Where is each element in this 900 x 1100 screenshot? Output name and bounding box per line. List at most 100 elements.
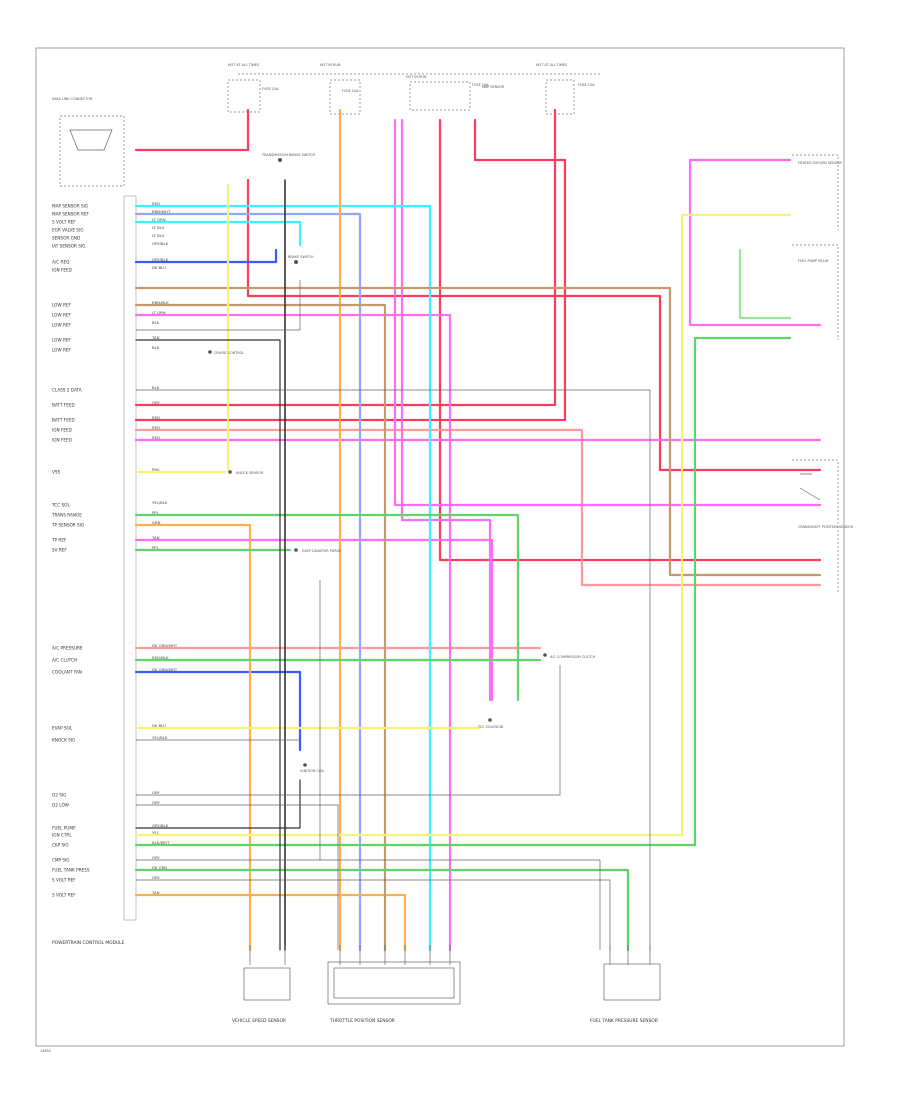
pin-label: TCC SOL [51, 503, 70, 508]
evap-label: EVAP CANISTER PURGE [302, 549, 341, 553]
pin-label: TP SENSOR SIG [51, 523, 84, 528]
crank-label: CRANKSHAFT POSITION SENSOR [798, 525, 854, 529]
wire-lightblue-1 [134, 212, 362, 952]
wire-color-label: YEL/BLK [152, 500, 168, 505]
pin-label: 5 VOLT REF [52, 878, 76, 883]
pin-label: MAP SENSOR REF [52, 212, 90, 217]
wire-orange-3 [134, 893, 407, 952]
wire-color-label: DK BLU [152, 265, 166, 270]
speed-sensor-label: VEHICLE SPEED SENSOR [232, 1018, 286, 1024]
wire-grey-5 [136, 859, 601, 950]
wire-color-label: LT BLU [152, 233, 165, 238]
bottom-connector-marks [249, 945, 651, 965]
pin-label: LOW REF [52, 338, 72, 343]
wire-color-label: RED [152, 415, 160, 420]
map-sensor-label: MAP SENSOR [482, 85, 505, 89]
wire-color-label: LT GRN [152, 310, 166, 315]
wire-black-2 [135, 339, 281, 951]
fuse-3-label: FUSE 10A [472, 83, 489, 87]
pin-label: EGR VALVE SIG [52, 228, 83, 233]
wire-color-label: RED [152, 425, 160, 430]
pin-label: LOW REF [52, 313, 72, 318]
wire-color-label: TAN [151, 335, 160, 340]
wire-red-7 [134, 428, 822, 587]
data-link-connector: DATA LINK CONNECTOR [52, 97, 125, 187]
knock-label: KNOCK SENSOR [236, 471, 264, 475]
mid-components: TRANSMISSION RANGE SWITCH BRAKE SWITCH C… [208, 153, 596, 773]
wire-green-4 [134, 336, 792, 847]
pin-label: O2 LOW [52, 803, 69, 808]
fuse-2-label: FUSE 10A [342, 89, 359, 93]
wire-grey-1 [136, 280, 301, 331]
ecm-connector: POWERTRAIN CONTROL MODULE [52, 195, 137, 946]
wire-color-label: GRY/BLK [152, 257, 169, 262]
throttle-box [327, 961, 461, 1005]
wire-color-label: GRY [152, 875, 160, 880]
pin-label: IGN FEED [52, 268, 72, 273]
wire-color-label: LT GRN [152, 217, 166, 222]
pin-label: KNOCK SIG [52, 738, 75, 743]
wire-color-label: BLK/WHT [152, 840, 170, 845]
pin-label: EVAP SOL [52, 726, 73, 731]
wire-green-1 [134, 513, 520, 702]
wire-pink-5 [134, 538, 494, 702]
pin-label: CMP SIG [52, 858, 70, 863]
wire-color-label: TAN [151, 535, 160, 540]
fuse-2-title: HOT IN RUN [320, 63, 341, 67]
brake-switch-label: BRAKE SWITCH [288, 255, 314, 259]
wire-green-5 [134, 868, 630, 952]
wire-black-3 [135, 779, 301, 829]
wire-color-label: GRY [152, 855, 160, 860]
wires [134, 108, 822, 952]
tcc-label: TCC SOLENOID [477, 725, 504, 729]
pin-label: VSS [52, 470, 61, 475]
pin-label: TRANS RANGE [51, 513, 82, 518]
wire-red-2 [134, 108, 557, 407]
pin-label: IAT SENSOR SIG [52, 244, 85, 249]
wire-brown-2 [134, 303, 387, 952]
wire-color-label: BRN/WHT [152, 209, 171, 214]
wire-pink-3 [400, 118, 492, 702]
wire-pink-2 [393, 118, 822, 507]
wire-color-label: PNK [152, 467, 160, 472]
pin-label: SENSOR GND [52, 236, 80, 241]
wire-red-4 [438, 118, 822, 562]
wire-blue-1 [134, 248, 278, 264]
pin-label: A/C PRESSURE [52, 646, 83, 651]
pin-label: A/C CLUTCH [52, 658, 77, 663]
pin-label: 5 VOLT REF [52, 893, 76, 898]
wire-color-label: PPL [152, 545, 160, 550]
trans-range-label: TRANSMISSION RANGE SWITCH [261, 153, 315, 157]
data-link-label: DATA LINK CONNECTOR [52, 97, 93, 101]
cruise-label: CRUISE CONTROL [214, 351, 244, 355]
wire-brown-1 [134, 286, 822, 577]
wire-color-label: BLK [152, 320, 160, 325]
wire-color-label: BLK [152, 385, 160, 390]
pin-label: LOW REF [52, 348, 72, 353]
wire-cyan-2 [134, 220, 302, 247]
fuse-3: HOT IN RUN FUSE 10A [406, 75, 489, 111]
wire-color-label: YEL [152, 830, 160, 835]
pin-label: LOW REF [52, 323, 72, 328]
wire-color-label: DK GRN [152, 865, 167, 870]
wire-blue-2 [134, 670, 302, 752]
ac-label: A/C COMPRESSOR CLUTCH [550, 655, 596, 659]
pin-label: 5 VOLT REF [52, 220, 76, 225]
wire-pink-4 [134, 313, 452, 952]
pin-label: IGN CTRL [52, 833, 72, 838]
wire-color-label: DK GRN/WHT [152, 667, 178, 672]
pin-label: O2 SIG [52, 793, 66, 798]
throttle-label: THROTTLE POSITION SENSOR [329, 1018, 395, 1024]
wire-pink-6 [688, 158, 822, 327]
wire-color-label: BRN/BLK [152, 300, 169, 305]
speed-sensor-box [243, 967, 291, 1001]
wire-color-label: GRY [152, 790, 160, 795]
fuse-1-title: HOT AT ALL TIMES [228, 63, 259, 67]
wire-cyan-1 [134, 204, 432, 952]
pin-label: LOW REF [52, 303, 72, 308]
pin-label: BATT FEED [52, 418, 75, 423]
wire-color-label: GRY/BLK [152, 241, 169, 246]
pin-label: FUEL PUMP [52, 826, 76, 831]
